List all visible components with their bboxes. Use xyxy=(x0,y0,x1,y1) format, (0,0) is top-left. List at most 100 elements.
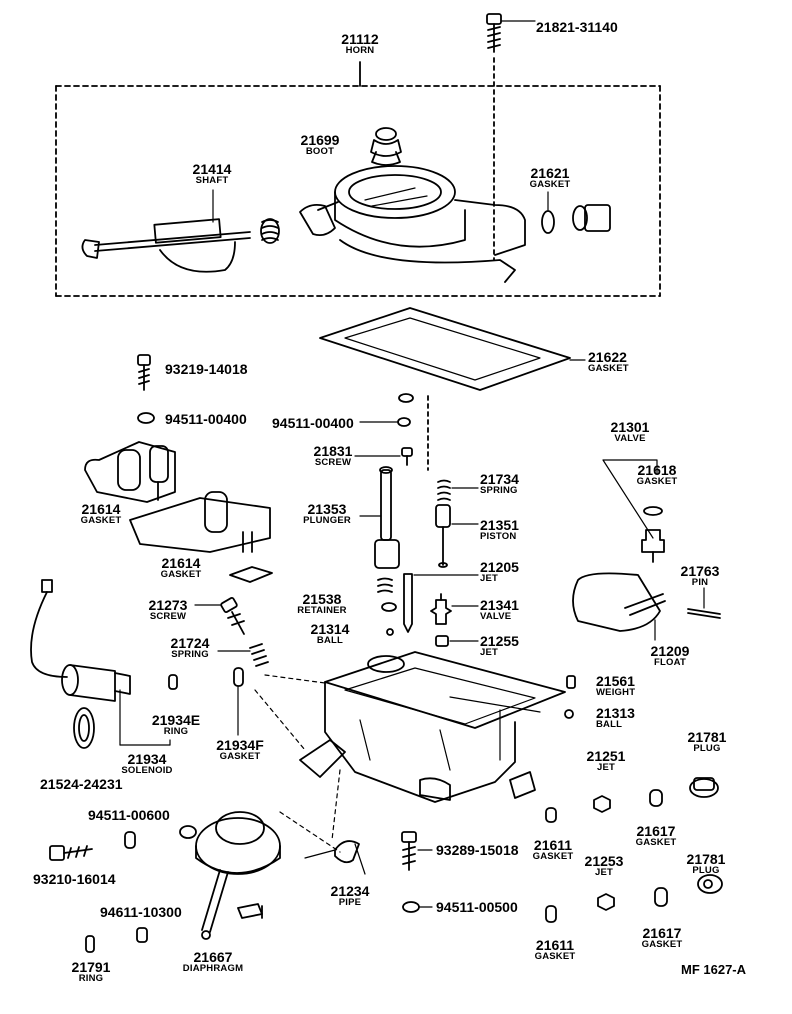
ring-21791-icon xyxy=(85,935,95,953)
washer-00600-icon xyxy=(124,831,136,849)
needle-valve-icon xyxy=(430,593,479,625)
solenoid-gasket-icon xyxy=(233,667,244,736)
body-screw-icon xyxy=(401,831,433,871)
lower-plug-icon xyxy=(697,874,723,894)
plunger-screw-icon xyxy=(401,447,413,466)
piston-icon xyxy=(435,504,479,568)
pump-plate-gasket-icon xyxy=(229,566,273,583)
horn-gasket-icon xyxy=(541,191,555,234)
horn-fitting-icon xyxy=(572,204,611,232)
retainer-icon xyxy=(381,602,397,612)
part-label: 94511-00400 xyxy=(165,411,247,427)
piston-spring-icon xyxy=(437,479,451,501)
float-icon xyxy=(572,572,666,641)
upper-gasket-21611-icon xyxy=(545,807,557,823)
part-label: 93219-14018 xyxy=(165,361,248,377)
boot-icon xyxy=(370,127,402,166)
plunger-icon xyxy=(359,466,400,569)
top-gasket-icon xyxy=(319,307,586,391)
lower-gasket-21617-icon xyxy=(654,887,668,907)
screw-10300-icon xyxy=(136,927,148,943)
screw-16014-icon xyxy=(49,845,93,861)
horn-assembly-frame xyxy=(55,85,661,297)
part-label: 94511-00500 xyxy=(436,899,518,915)
left-washer-icon xyxy=(137,412,155,424)
leader-ball-21313 xyxy=(449,696,541,713)
part-label: 93289-15018 xyxy=(436,842,519,858)
figure-code: MF 1627-A xyxy=(681,962,747,977)
upper-gasket-21617-icon xyxy=(649,789,663,807)
float-pin-icon xyxy=(687,587,721,619)
part-label: 93210-16014 xyxy=(33,871,116,887)
part-label: 94511-00600 xyxy=(88,807,170,823)
shaft-icon xyxy=(81,189,251,273)
part-label: 94511-00400 xyxy=(272,415,354,431)
part-label: 94611-10300 xyxy=(100,904,182,920)
retainer-spring-icon xyxy=(377,577,393,593)
jet-21251-icon xyxy=(593,795,611,813)
power-valve-icon xyxy=(641,529,665,563)
pump-linkage-upper-icon xyxy=(84,441,176,503)
diaphragm-screw-icon xyxy=(237,903,263,919)
left-screw-icon xyxy=(137,354,151,391)
pump-spring-icon xyxy=(217,643,269,667)
o-ring-icon xyxy=(73,707,95,749)
body-washer-icon xyxy=(402,901,420,913)
horn-spring-icon xyxy=(260,218,280,244)
center-washer-icon xyxy=(398,393,414,403)
pump-jet-icon xyxy=(403,573,479,633)
pump-screw-icon xyxy=(194,597,245,635)
carburetor-body-icon xyxy=(299,651,566,803)
solenoid-ring-icon xyxy=(168,674,178,690)
upper-plug-icon xyxy=(689,777,719,798)
pump-linkage-lower-icon xyxy=(129,491,271,553)
horn-body-icon xyxy=(299,165,526,283)
lower-gasket-21611-icon xyxy=(545,905,557,923)
check-ball-icon xyxy=(386,628,394,636)
solenoid-icon xyxy=(30,579,171,746)
power-valve-gasket-icon xyxy=(643,506,663,516)
part-label: 21821-31140 xyxy=(536,19,618,35)
ball-21313-icon xyxy=(564,709,574,719)
weight-icon xyxy=(566,675,576,689)
leader-valve-bracket xyxy=(602,459,658,539)
horn-screw-icon xyxy=(486,13,536,261)
